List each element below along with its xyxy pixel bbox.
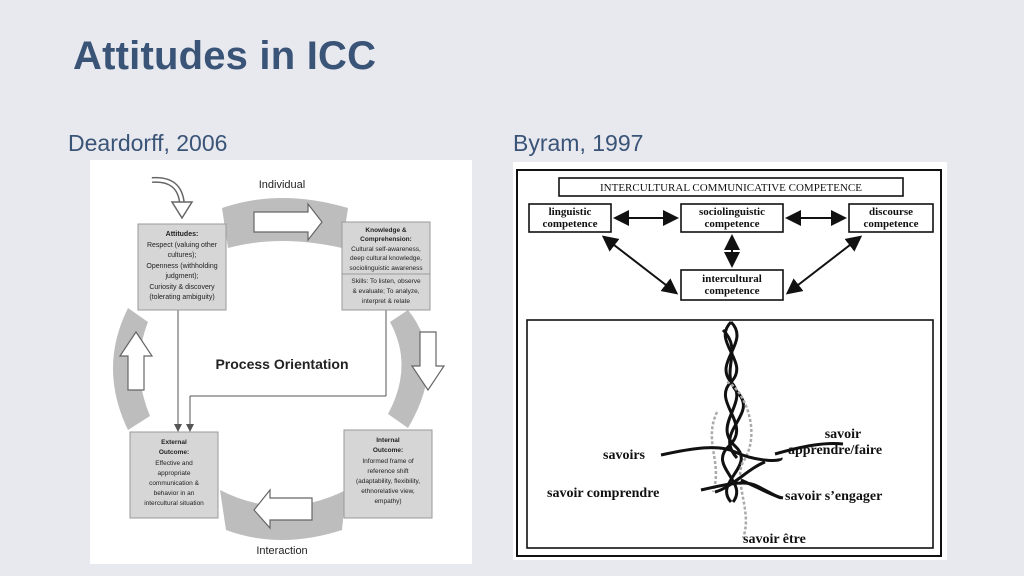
deardorff-caption: Deardorff, 2006 xyxy=(68,130,228,156)
knowledge-line: deep cultural knowledge, xyxy=(350,255,422,262)
byram-icc-model: INTERCULTURAL COMMUNICATIVE COMPETENCE l… xyxy=(513,162,947,560)
knowledge-line: Cultural self-awareness, xyxy=(351,246,421,253)
byram-caption: Byram, 1997 xyxy=(513,130,644,156)
external-line: Effective and xyxy=(155,460,193,467)
knowledge-line: sociolinguistic awareness xyxy=(349,265,423,272)
internal-line: reference shift xyxy=(367,468,408,475)
down-arrow-icon xyxy=(410,331,446,392)
icc-header-box xyxy=(558,177,904,197)
external-line: behavior in an xyxy=(154,490,195,497)
external-line: External xyxy=(161,439,187,446)
deardorff-diagram-svg: Individual Interaction Process Orientati… xyxy=(113,176,446,557)
savoir-etre-label: savoir être xyxy=(743,532,806,547)
savoir-apprendre-label: apprendre/faire xyxy=(788,443,882,458)
right-arrow-icon xyxy=(253,202,323,242)
linguistic-label: linguistic xyxy=(549,206,592,218)
internal-line: Internal xyxy=(376,437,400,444)
individual-label: Individual xyxy=(259,179,305,191)
savoir-engager-label: savoir s’engager xyxy=(785,489,882,504)
savoirs-label: savoirs xyxy=(603,448,646,463)
icc-header-label: INTERCULTURAL COMMUNICATIVE COMPETENCE xyxy=(600,182,862,194)
up-arrow-icon xyxy=(118,330,154,391)
sociolinguistic-label: competence xyxy=(705,218,760,230)
internal-line: (adaptability, flexibility, xyxy=(356,478,420,485)
attitudes-line: cultures); xyxy=(168,252,197,259)
discourse-label: competence xyxy=(864,218,919,230)
internal-line: ethnorelative view, xyxy=(361,488,415,495)
knowledge-line: Knowledge & xyxy=(365,227,406,234)
attitudes-line: judgment); xyxy=(164,273,198,280)
discourse-box xyxy=(848,203,934,233)
left-arrow-icon xyxy=(253,488,313,530)
internal-line: empathy) xyxy=(374,498,401,505)
arrow-discourse-intercultural xyxy=(785,235,863,295)
internal-line: Outcome: xyxy=(373,447,403,454)
linguistic-label: competence xyxy=(543,218,598,230)
external-line: Outcome: xyxy=(159,449,189,456)
attitudes-box: Attitudes: Respect (valuing other cultur… xyxy=(137,223,227,311)
internal-outcome-box: Internal Outcome: Informed frame of refe… xyxy=(343,429,433,519)
process-orientation-label: Process Orientation xyxy=(215,356,348,372)
savoir-comprendre-label: savoir comprendre xyxy=(547,486,659,501)
arrow-linguistic-intercultural xyxy=(601,235,679,295)
sociolinguistic-label: sociolinguistic xyxy=(699,206,765,218)
skills-line: Skills: To listen, observe xyxy=(351,278,421,285)
discourse-label: discourse xyxy=(869,206,913,218)
attitudes-line: Attitudes: xyxy=(166,231,199,238)
deardorff-process-model: Individual Interaction Process Orientati… xyxy=(90,160,472,564)
external-line: communication & xyxy=(149,480,200,487)
attitudes-line: Curiosity & discovery xyxy=(149,284,215,291)
slide-title: Attitudes in ICC xyxy=(73,34,377,78)
internal-line: Informed frame of xyxy=(362,458,413,465)
external-line: intercultural situation xyxy=(144,500,204,507)
byram-diagram-svg: INTERCULTURAL COMMUNICATIVE COMPETENCE l… xyxy=(516,169,942,557)
linguistic-box xyxy=(528,203,612,233)
knowledge-line: Comprehension: xyxy=(360,236,412,243)
attitudes-line: (tolerating ambiguity) xyxy=(149,294,214,301)
attitudes-line: Openness (withholding xyxy=(146,263,217,270)
external-outcome-box: External Outcome: Effective and appropri… xyxy=(129,431,219,519)
external-line: appropriate xyxy=(158,470,191,477)
braided-rope xyxy=(660,320,844,539)
skills-line: & evaluate; To analyze, xyxy=(352,288,419,295)
skills-line: interpret & relate xyxy=(362,298,410,305)
intercultural-label: competence xyxy=(705,285,760,297)
intercultural-label: intercultural xyxy=(702,273,762,285)
sociolinguistic-box xyxy=(680,203,784,233)
interaction-label: Interaction xyxy=(256,545,307,557)
intercultural-box xyxy=(680,269,784,301)
right-arc xyxy=(388,310,428,428)
attitudes-line: Respect (valuing other xyxy=(147,242,218,249)
knowledge-skills-box: Knowledge & Comprehension: Cultural self… xyxy=(341,221,431,311)
savoir-apprendre-label: savoir xyxy=(825,427,862,442)
